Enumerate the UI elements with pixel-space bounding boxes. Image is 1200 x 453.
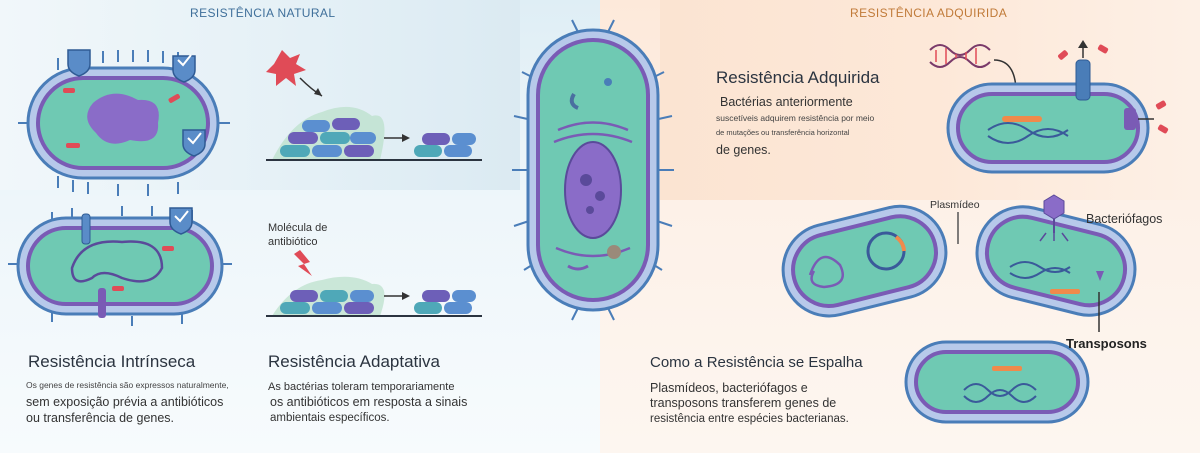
acquired-heading: RESISTÊNCIA ADQUIRIDA — [850, 6, 1008, 20]
adaptive-line1: As bactérias toleram temporariamente — [268, 381, 455, 393]
spread-line3: resistência entre espécies bacterianas. — [650, 413, 849, 425]
phage-label: Bacteriófagos — [1086, 212, 1163, 226]
central-bacterium-illustration — [512, 19, 674, 321]
acquired-line3: de mutações ou transferência horizontal — [716, 128, 850, 137]
phage-bacterium-illustration — [975, 194, 1137, 317]
intrinsic-line1: Os genes de resistência são expressos na… — [26, 380, 229, 390]
adaptive-bacterium-illustration — [8, 206, 232, 326]
plasmid-pointer — [957, 212, 959, 244]
intrinsic-line2: sem exposição prévia a antibióticos — [26, 395, 224, 409]
acquired-line4: de genes. — [716, 143, 771, 157]
intrinsic-title: Resistência Intrínseca — [28, 352, 196, 371]
intrinsic-bacterium-illustration — [18, 49, 230, 196]
adaptive-line3: ambientais específicos. — [270, 412, 390, 424]
transposon-pointer — [1098, 292, 1100, 332]
acquired-title: Resistência Adquirida — [716, 68, 880, 87]
intrinsic-line3: ou transferência de genes. — [26, 411, 175, 425]
acquired-line1: Bactérias anteriormente — [720, 95, 853, 109]
acquired-bacterium-illustration — [929, 40, 1169, 174]
biofilm-illustration — [266, 50, 482, 161]
transposons-label: Transposons — [1066, 336, 1147, 351]
natural-heading: RESISTÊNCIA NATURAL — [190, 6, 336, 20]
plasmid-bacterium-illustration — [781, 204, 948, 318]
plasmid-label: Plasmídeo — [930, 199, 980, 211]
acquired-line2: suscetíveis adquirem resistência por mei… — [716, 113, 875, 123]
spread-title: Como a Resistência se Espalha — [650, 354, 863, 371]
molecule-label-line1: Molécula de — [268, 222, 328, 234]
transposon-bacterium-illustration — [904, 340, 1090, 424]
spread-line2: transposons transferem genes de — [650, 396, 837, 410]
adaptive-biofilm-illustration — [266, 250, 482, 317]
adaptive-line2: os antibióticos em resposta a sinais — [270, 395, 468, 409]
spread-line1: Plasmídeos, bacteriófagos e — [650, 381, 808, 395]
adaptive-title: Resistência Adaptativa — [268, 352, 440, 371]
molecule-label-line2: antibiótico — [268, 236, 318, 248]
